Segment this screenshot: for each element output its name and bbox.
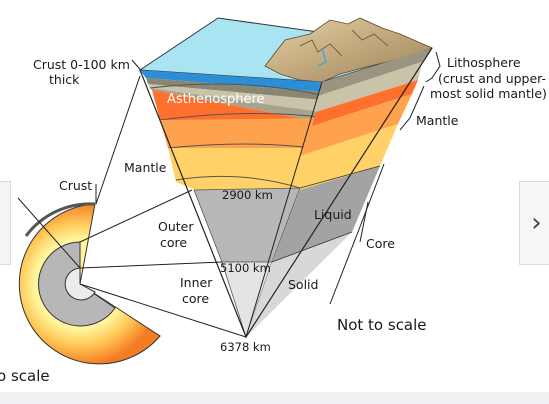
depth-2900-label: 2900 km xyxy=(222,188,273,202)
chevron-right-icon: › xyxy=(531,208,542,238)
crust-range-label: Crust 0-100 km xyxy=(33,57,130,72)
lithosphere-label-line1: Lithosphere xyxy=(447,55,521,70)
inner-core-label-line1: Inner xyxy=(180,275,213,290)
asthenosphere-label: Asthenosphere xyxy=(167,92,265,107)
inner-core-label-line2: core xyxy=(182,291,209,306)
depth-5100-label: 5100 km xyxy=(220,261,271,275)
mantle-left-label: Mantle xyxy=(124,160,167,175)
outer-core-label-line1: Outer xyxy=(158,219,194,234)
not-to-scale-left-label: o scale xyxy=(0,367,50,385)
crust-thick-label: thick xyxy=(49,72,80,87)
bottom-strip xyxy=(0,392,549,404)
earth-wedge xyxy=(138,17,434,339)
outer-core-label-line2: core xyxy=(160,235,187,250)
liquid-label: Liquid xyxy=(314,207,352,222)
core-right-label: Core xyxy=(366,236,395,251)
not-to-scale-label: Not to scale xyxy=(337,316,427,334)
crust-label: Crust xyxy=(59,178,92,193)
solid-label: Solid xyxy=(288,277,318,292)
earth-cross-section xyxy=(18,202,161,365)
next-button[interactable]: › xyxy=(519,181,549,265)
lithosphere-label-line2: (crust and upper- xyxy=(438,71,546,86)
lithosphere-label-line3: most solid mantle) xyxy=(430,86,547,101)
projection-lines xyxy=(17,59,247,338)
bracket-lines xyxy=(329,51,441,305)
mantle-right-label: Mantle xyxy=(416,113,459,128)
previous-nav-edge[interactable] xyxy=(0,181,11,265)
depth-6378-label: 6378 km xyxy=(220,340,271,354)
